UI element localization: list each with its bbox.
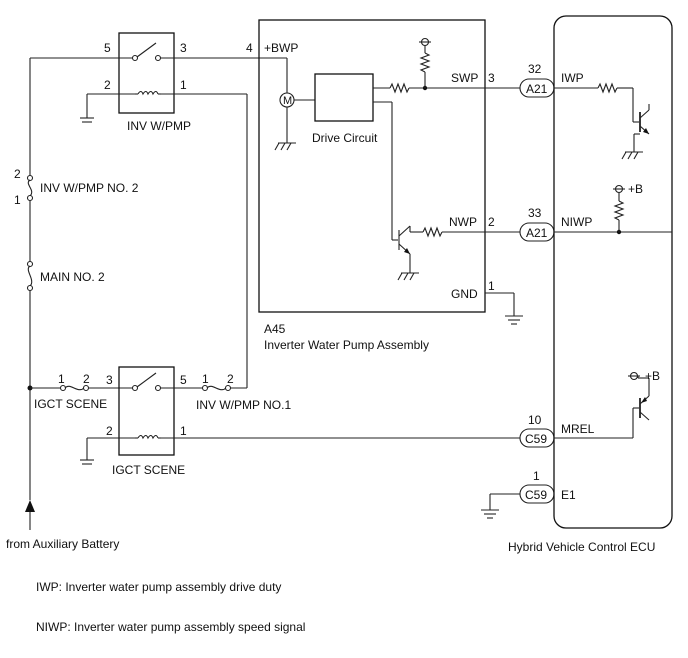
signal-label: MREL	[561, 422, 595, 436]
relay-pin: 5	[104, 41, 111, 55]
fuse-inv-wpmp-no1: 1 2 INV W/PMP NO.1	[196, 372, 291, 412]
inverter-water-pump-assembly: 4 +BWP M Drive Circuit SWP 3	[246, 19, 520, 313]
ground-icon	[397, 272, 419, 281]
legend-item: NIWP: Inverter water pump assembly speed…	[36, 620, 305, 634]
connector-c59-mrel: C59 10	[519, 413, 555, 448]
relay-label: INV W/PMP	[127, 119, 191, 133]
power-source-label: from Auxiliary Battery	[6, 537, 119, 551]
ground-icon	[481, 509, 499, 519]
component-code: A45	[264, 322, 286, 336]
fuse-pin-label: 1	[202, 372, 209, 386]
component-name: Inverter Water Pump Assembly	[264, 338, 429, 352]
fuse-label: IGCT SCENE	[34, 397, 107, 411]
motor-symbol: M	[283, 95, 292, 107]
connector-label: A21	[526, 226, 548, 240]
legend-item: IWP: Inverter water pump assembly drive …	[36, 580, 281, 594]
connector-label: C59	[525, 488, 547, 502]
terminal-label: NWP	[449, 215, 477, 229]
relay-pin: 3	[180, 41, 187, 55]
fuse-inv-wpmp-no2: 2 1 INV W/PMP NO. 2	[14, 167, 139, 207]
drive-circuit-label: Drive Circuit	[312, 131, 378, 145]
ground-icon	[80, 117, 94, 123]
ground-icon	[505, 315, 523, 325]
relay-pin: 1	[180, 424, 187, 438]
fuse-igct-scene: 1 2 IGCT SCENE	[34, 372, 107, 411]
main-power-line	[25, 58, 35, 530]
legend: IWP: Inverter water pump assembly drive …	[36, 580, 305, 634]
ground-icon	[80, 459, 94, 465]
signal-label: E1	[561, 488, 576, 502]
connector-a21-niwp: A21 33	[519, 206, 555, 242]
fuse-label: INV W/PMP NO.1	[196, 398, 291, 412]
hybrid-vehicle-control-ecu: IWP NIWP MREL E1 +B	[553, 15, 673, 529]
pin-number: 32	[528, 62, 542, 76]
fuse-main-no2: MAIN NO. 2	[26, 260, 105, 292]
relay-pin: 2	[104, 78, 111, 92]
fuse-pin-label: 2	[83, 372, 90, 386]
connector-label: A21	[526, 82, 548, 96]
pin-number: 4	[246, 41, 253, 55]
pin-number: 1	[488, 279, 495, 293]
fuse-pin-label: 2	[227, 372, 234, 386]
terminal-label: SWP	[451, 71, 478, 85]
connector-label: C59	[525, 432, 547, 446]
terminal-label: GND	[451, 287, 478, 301]
terminal-label: +BWP	[264, 41, 298, 55]
relay-pin: 5	[180, 373, 187, 387]
ground-icon	[274, 142, 296, 151]
connector-c59-e1: C59 1	[519, 469, 555, 504]
relay-igct-scene: IGCT SCENE 3 5 2 1	[106, 366, 187, 477]
ecu-name: Hybrid Vehicle Control ECU	[508, 540, 655, 554]
arrow-up-icon	[25, 500, 35, 512]
relay-pin: 2	[106, 424, 113, 438]
ground-icon	[621, 151, 643, 160]
connector-a21-iwp: A21 32	[519, 62, 555, 98]
signal-label: IWP	[561, 71, 584, 85]
supply-label: +B	[645, 369, 660, 383]
relay-inv-wpmp: INV W/PMP 5 3 2 1	[104, 32, 191, 133]
relay-pin: 1	[180, 78, 187, 92]
fuse-pin-label: 1	[58, 372, 65, 386]
pin-number: 1	[533, 469, 540, 483]
fuse-pin-label: 2	[14, 167, 21, 181]
fuse-label: MAIN NO. 2	[40, 270, 105, 284]
supply-label: +B	[628, 182, 643, 196]
pin-number: 10	[528, 413, 542, 427]
relay-pin: 3	[106, 373, 113, 387]
drive-circuit-box	[314, 73, 374, 122]
signal-label: NIWP	[561, 215, 592, 229]
fuse-pin-label: 1	[14, 193, 21, 207]
pin-number: 3	[488, 71, 495, 85]
pin-number: 33	[528, 206, 542, 220]
relay-label: IGCT SCENE	[112, 463, 185, 477]
fuse-label: INV W/PMP NO. 2	[40, 181, 139, 195]
pin-number: 2	[488, 215, 495, 229]
